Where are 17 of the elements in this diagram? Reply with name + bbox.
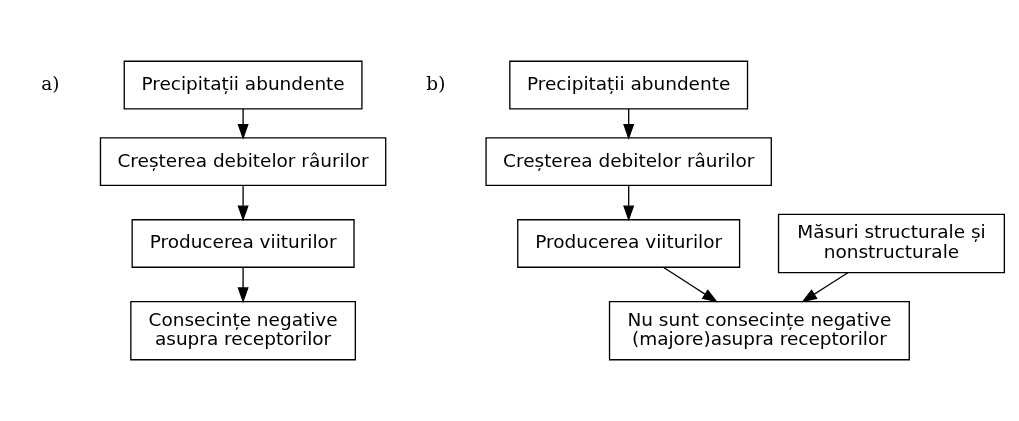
node-box: Creșterea debitelor râurilor [99,137,387,187]
arrow [237,266,249,304]
arrow [663,266,718,303]
label: a) [41,72,60,94]
node-box: Producerea viiturilor [131,219,355,268]
arrow [623,184,635,222]
node-box: Consecințe negative asupra receptorilor [130,300,356,361]
node-box: Nu sunt consecințe negative (majore)asupra receptorilor [608,300,910,361]
node-box: Precipitații abundente [123,60,363,110]
label: b) [426,72,446,94]
node-box: Precipitații abundente [509,60,749,110]
arrow [237,184,249,222]
arrow [237,108,249,140]
arrow [801,272,849,303]
node-box: Măsuri structurale și nonstructurale [777,213,1005,274]
node-box: Producerea viiturilor [517,219,741,268]
node-box: Creșterea debitelor râurilor [485,137,772,187]
